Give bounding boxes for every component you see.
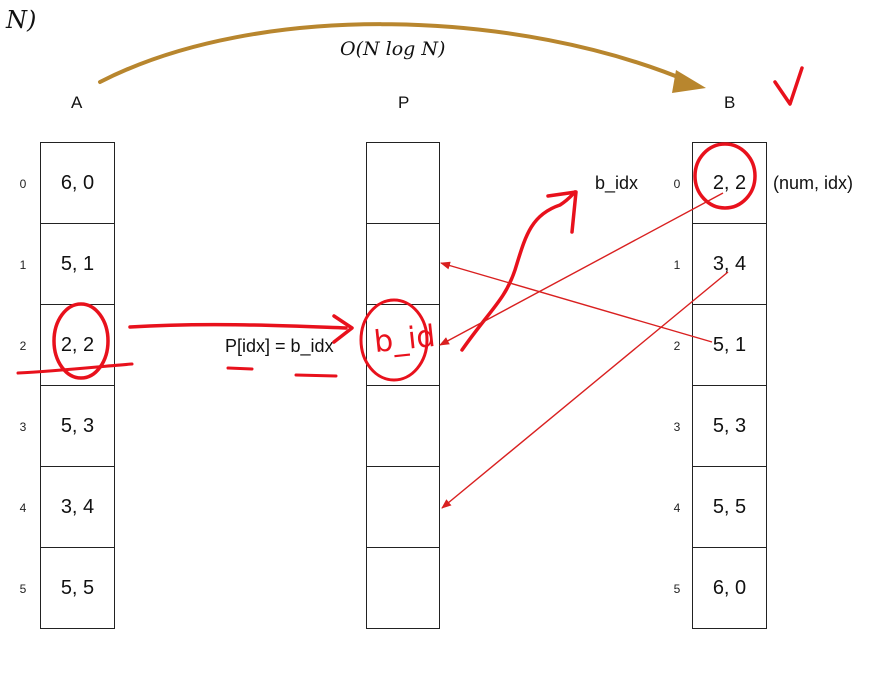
index-label: 5: [19, 582, 27, 596]
corner-label: N): [6, 6, 37, 34]
array-b-cell: 5, 3: [692, 385, 767, 467]
map-line-b0: [439, 192, 724, 346]
tuple-label: (num, idx): [773, 173, 854, 193]
array-p-title: P: [398, 93, 410, 112]
array-p-cell: [366, 466, 440, 548]
underline-p: [226, 366, 254, 371]
assign-arrow: [128, 322, 348, 330]
index-label: 0: [19, 177, 27, 191]
check-mark-icon: [773, 66, 804, 106]
index-label: 2: [19, 339, 27, 353]
array-p-cell: [366, 223, 440, 305]
assign-label: P[idx] = b_idx: [225, 336, 334, 356]
array-a-title: A: [71, 93, 83, 112]
circle-p2: [359, 298, 429, 382]
complexity-label: O(N log N): [340, 38, 446, 60]
array-p-cell: [366, 142, 440, 224]
array-p-cell: [366, 385, 440, 467]
circle-b0: [693, 142, 757, 210]
index-label: 3: [19, 420, 27, 434]
b-idx-label: b_idx: [595, 173, 639, 193]
array-b-title: B: [724, 93, 736, 112]
index-label: 2: [673, 339, 681, 353]
array-a-cell: 5, 1: [40, 223, 115, 305]
index-label: 4: [19, 501, 27, 515]
underline-a2: [16, 362, 134, 375]
handwritten-b-id: b_id: [372, 318, 438, 361]
index-label: 0: [673, 177, 681, 191]
array-a-cell: 6, 0: [40, 142, 115, 224]
b-idx-arrow: [460, 190, 577, 352]
array-b-cell: 6, 0: [692, 547, 767, 629]
index-label: 4: [673, 501, 681, 515]
index-label: 3: [673, 420, 681, 434]
b-idx-arrowhead: [546, 190, 578, 234]
array-b-cell: 5, 5: [692, 466, 767, 548]
index-label: 5: [673, 582, 681, 596]
array-a-cell: 5, 5: [40, 547, 115, 629]
map-line-b1: [441, 271, 729, 509]
assign-arrowhead: [332, 314, 354, 344]
circle-a2: [52, 302, 110, 380]
index-label: 1: [673, 258, 681, 272]
index-label: 1: [19, 258, 27, 272]
array-p-cell: [366, 547, 440, 629]
sort-arrowhead: [672, 70, 706, 93]
sort-arrow: [98, 22, 692, 84]
map-line-b2: [440, 261, 713, 343]
underline-idx: [294, 373, 338, 378]
array-a-cell: 5, 3: [40, 385, 115, 467]
